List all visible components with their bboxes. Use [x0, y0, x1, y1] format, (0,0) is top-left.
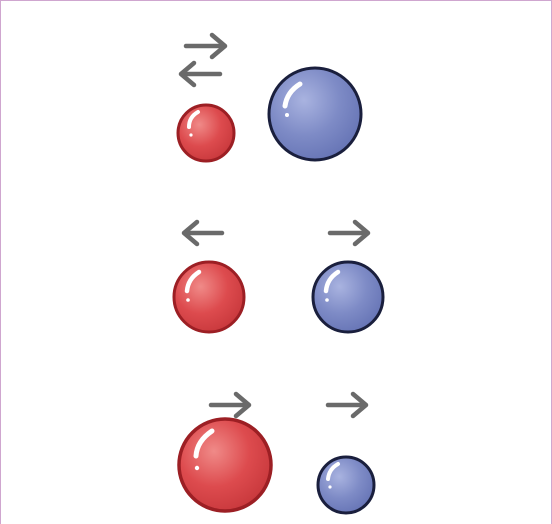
blue-ball-large: [267, 66, 363, 162]
arrow-right-icon: [208, 391, 252, 419]
blue-ball-small: [316, 455, 376, 515]
red-ball-large: [177, 417, 273, 513]
arrow-right-icon: [325, 391, 369, 419]
arrow-right-icon: [183, 32, 228, 60]
panel-3: [177, 391, 376, 515]
blue-ball: [311, 260, 385, 334]
panel-2: [172, 219, 385, 334]
arrow-right-icon: [327, 219, 371, 247]
arrow-left-icon: [178, 60, 223, 88]
panel-1: [176, 32, 363, 163]
red-ball-small: [176, 103, 236, 163]
arrow-left-icon: [181, 219, 225, 247]
red-ball: [172, 260, 246, 334]
